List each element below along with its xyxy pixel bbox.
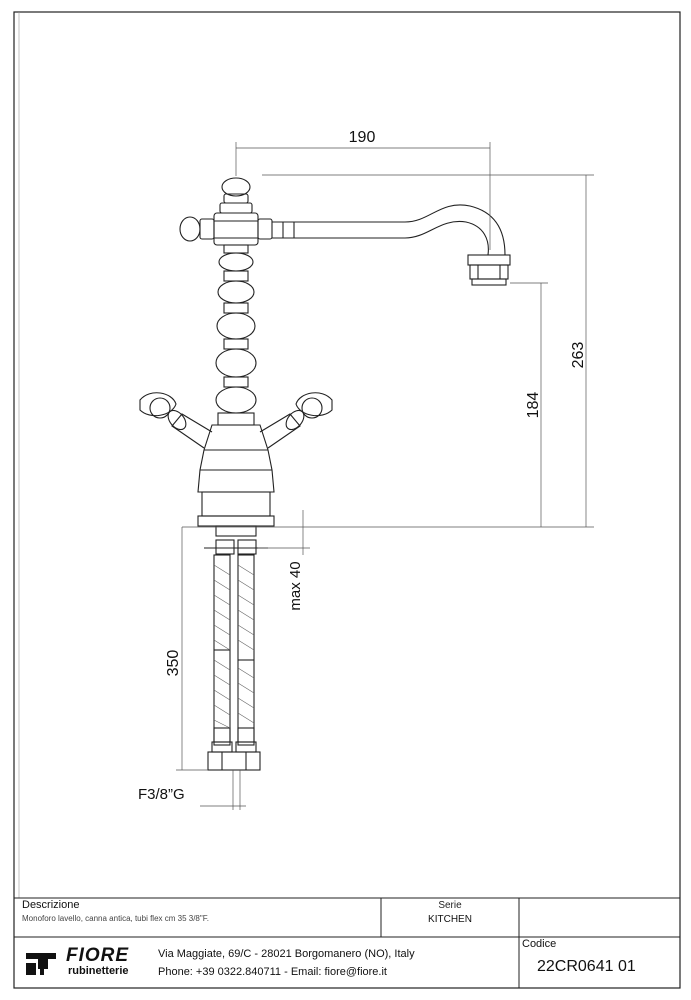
head-block	[213, 212, 259, 246]
code-label: Codice	[522, 938, 557, 950]
tap-icon	[26, 953, 56, 975]
series-label: Serie	[438, 900, 462, 911]
logo-subtitle: rubinetterie	[68, 965, 129, 977]
right-handle	[295, 392, 333, 417]
hose-braid	[213, 564, 255, 729]
base-plate	[201, 491, 271, 517]
spout	[272, 204, 506, 256]
dimension-lines	[176, 142, 594, 810]
hose-fitting	[207, 751, 261, 771]
left-arm	[171, 413, 213, 449]
dim-hose-length: 350	[165, 650, 182, 677]
description-text: Monoforo lavello, canna antica, tubi fle…	[22, 914, 209, 923]
hose-right	[237, 554, 255, 746]
dim-total-height: 263	[570, 342, 587, 369]
code-value: 22CR0641 01	[537, 958, 636, 975]
faucet-drawing	[139, 177, 511, 771]
left-handle	[139, 392, 177, 417]
company-address: Via Maggiate, 69/C - 28021 Borgomanero (…	[158, 948, 415, 960]
right-arm	[259, 413, 301, 449]
sheet-border	[13, 11, 681, 989]
dim-max-thickness: max 40	[287, 561, 304, 610]
logo-name: FIORE	[66, 945, 130, 966]
title-block-grid	[14, 897, 680, 988]
dim-spout-reach: 190	[349, 129, 376, 146]
company-logo: FIORE rubinetterie	[24, 945, 148, 981]
description-label: Descrizione	[22, 899, 80, 911]
aerator	[467, 254, 511, 266]
top-finial	[221, 177, 251, 197]
mixer-body	[197, 424, 275, 493]
head-left-knob	[179, 216, 201, 242]
dim-connection: F3/8”G	[138, 786, 185, 803]
series-value: KITCHEN	[428, 914, 472, 925]
company-contact: Phone: +39 0322.840711 - Email: fiore@fi…	[158, 966, 387, 978]
dim-spout-height: 184	[525, 392, 542, 419]
